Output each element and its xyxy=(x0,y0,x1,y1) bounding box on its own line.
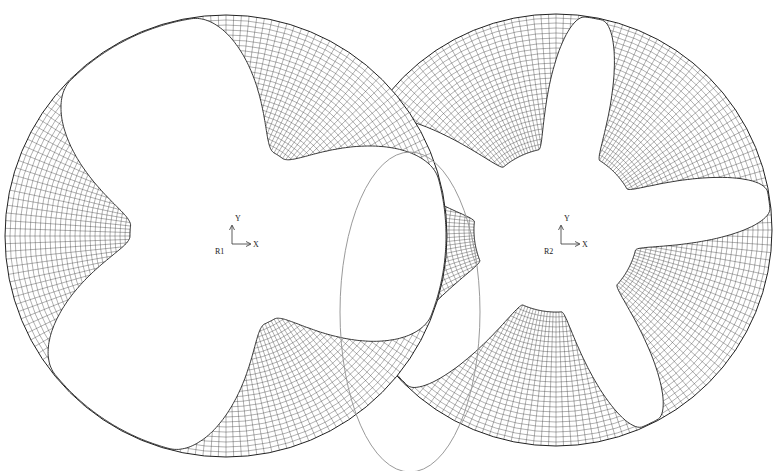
axis-label: X xyxy=(253,240,259,249)
rotor-housing-fill xyxy=(5,15,447,457)
rotor-profile xyxy=(48,18,446,449)
grid-lines xyxy=(5,15,447,457)
rotor-name: R1 xyxy=(215,247,224,256)
coordinate-axes xyxy=(230,225,581,247)
y-axis-arrow xyxy=(559,225,564,244)
interlobe-ellipse xyxy=(340,152,480,471)
rotor-outer-circle xyxy=(5,15,447,457)
axis-label: Y xyxy=(564,214,570,223)
male-rotor-mesh xyxy=(5,15,447,457)
male-rotor xyxy=(5,15,447,457)
rotor-name: R2 xyxy=(544,247,553,256)
x-axis-arrow xyxy=(232,242,251,247)
axis-label: X xyxy=(582,240,588,249)
x-axis-arrow xyxy=(561,242,580,247)
y-axis-arrow xyxy=(230,225,235,244)
axis-label: Y xyxy=(235,214,241,223)
